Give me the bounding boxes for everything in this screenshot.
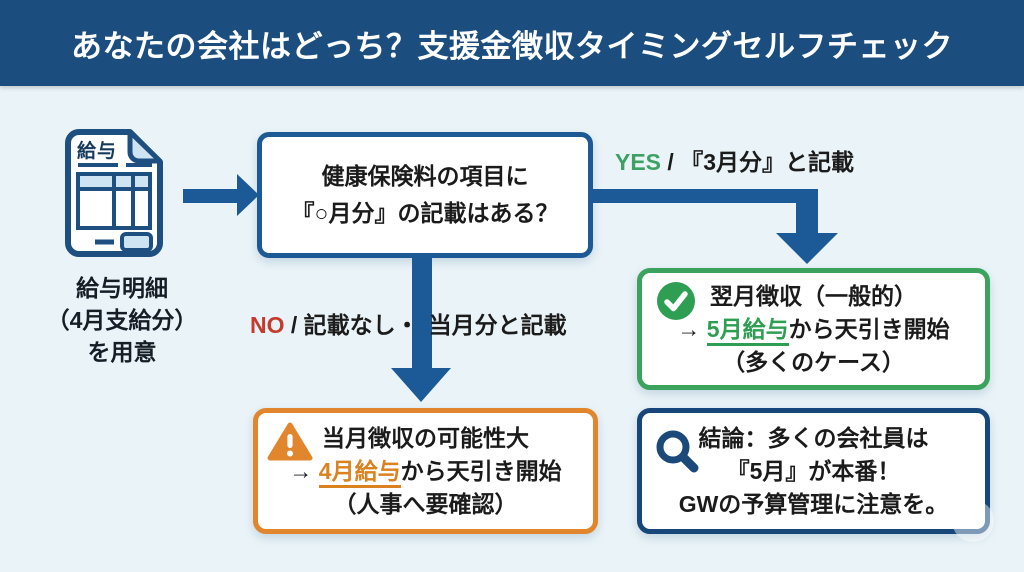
next-month-line2-arrow: → <box>677 315 707 342</box>
payslip-icon: 給与 <box>64 128 164 258</box>
yes-branch-label: YES / 『3月分』と記載 <box>615 148 854 176</box>
yes-word: YES <box>615 149 662 175</box>
arrow-start-shaft <box>183 189 237 203</box>
payslip-caption-line1: 給与明細 <box>76 275 168 301</box>
yes-path-horizontal <box>593 189 809 203</box>
question-line2: 『○月分』の記載はある？ <box>291 200 559 226</box>
no-text-left: 記載なし・ <box>303 312 419 338</box>
question-box: 健康保険料の項目に 『○月分』の記載はある？ <box>257 132 593 258</box>
no-path-vertical <box>412 258 432 370</box>
header-bar: あなたの会社はどっち？支援金徴収タイミングセルフチェック <box>0 0 1024 86</box>
question-line1: 健康保険料の項目に <box>321 163 529 189</box>
no-arrow-head-icon <box>391 368 451 402</box>
next-month-line2-rest: から天引き開始 <box>788 315 950 342</box>
conclusion-box: 結論：多くの会社員は 『5月』が本番！ GWの予算管理に注意を。 <box>637 408 990 534</box>
check-icon <box>656 281 696 330</box>
arrow-start-head-icon <box>237 174 259 216</box>
same-month-line2-rest: から天引き開始 <box>400 457 562 484</box>
payslip-icon-drawing <box>65 129 163 257</box>
same-month-box: 当月徴収の可能性大 → 4月給与から天引き開始 （人事へ要確認） <box>253 408 598 534</box>
conclusion-line3: GWの予算管理に注意を。 <box>678 490 949 517</box>
warning-icon <box>267 422 313 471</box>
conclusion-line2: 『5月』が本番！ <box>726 457 901 484</box>
same-month-line1: 当月徴収の可能性大 <box>322 424 529 451</box>
conclusion-line1: 結論：多くの会社員は <box>698 424 929 451</box>
next-month-line3: （多くのケース） <box>722 348 905 375</box>
no-word: NO <box>250 312 285 338</box>
next-month-box: 翌月徴収（一般的） → 5月給与から天引き開始 （多くのケース） <box>637 268 990 390</box>
magnifier-icon <box>654 428 702 485</box>
yes-arrow-head-icon <box>776 233 838 264</box>
yes-path-vertical <box>796 189 818 235</box>
next-month-highlight: 5月給与 <box>706 315 789 346</box>
no-branch-label: NO / 記載なし・当月分と記載 <box>250 311 567 339</box>
no-text-right: 当月分と記載 <box>428 312 567 338</box>
same-month-line2: → 4月給与から天引き開始 <box>258 455 593 488</box>
next-month-line1: 翌月徴収（一般的） <box>710 282 917 309</box>
next-month-line2: → 5月給与から天引き開始 <box>642 313 985 346</box>
payslip-caption: 給与明細 （4月支給分） を用意 <box>27 272 217 368</box>
no-separator: / <box>284 312 304 338</box>
payslip-icon-label: 給与 <box>77 141 118 162</box>
same-month-highlight: 4月給与 <box>318 457 401 488</box>
same-month-line2-arrow: → <box>289 457 319 484</box>
payslip-caption-line2: （4月支給分） <box>46 307 198 333</box>
yes-separator: / <box>661 149 681 175</box>
yes-text: 『3月分』と記載 <box>680 149 854 175</box>
payslip-caption-line3: を用意 <box>87 339 157 365</box>
page-title: あなたの会社はどっち？支援金徴収タイミングセルフチェック <box>71 28 953 64</box>
watermark <box>952 500 994 542</box>
same-month-line3: （人事へ要確認） <box>333 490 518 517</box>
